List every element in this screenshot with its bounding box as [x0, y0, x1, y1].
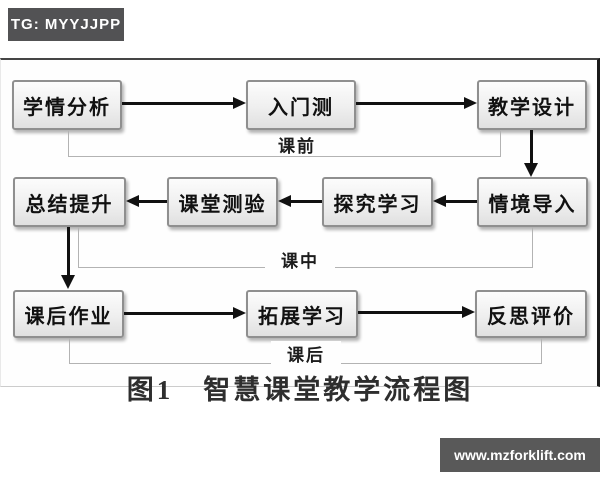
- arrow-head-right-icon: [462, 306, 475, 318]
- arrow-head-left-icon: [278, 195, 291, 207]
- arrow-head-left-icon: [433, 195, 446, 207]
- flow-node-zongjie-tisheng: 总结提升: [13, 177, 126, 227]
- flow-node-ketang-ceyan: 课堂测验: [167, 177, 278, 227]
- telegram-watermark-badge: TG: MYYJJPP: [8, 8, 124, 41]
- arrow-head-left-icon: [126, 195, 139, 207]
- flow-node-qingjing-daoru: 情境导入: [477, 177, 588, 227]
- flow-node-tuozhan-xuexi: 拓展学习: [246, 290, 358, 338]
- website-watermark-badge: www.mzforklift.com: [440, 438, 600, 472]
- arrow-line-4: [445, 200, 477, 203]
- arrow-line-2: [356, 102, 465, 105]
- arrow-line-8: [124, 312, 234, 315]
- arrow-line-5: [290, 200, 322, 203]
- phase-label-in-class: 课中: [265, 247, 335, 272]
- arrow-line-1: [122, 102, 235, 105]
- phase-bracket-pre-class: [68, 131, 501, 157]
- arrow-line-9: [358, 311, 463, 314]
- arrow-head-right-icon: [233, 97, 246, 109]
- arrow-line-6: [138, 200, 167, 203]
- flow-node-xueqing-fenxi: 学情分析: [12, 80, 122, 130]
- flow-node-tanjiu-xuexi: 探究学习: [322, 177, 433, 227]
- arrow-line-7: [67, 227, 70, 276]
- arrow-head-right-icon: [233, 307, 246, 319]
- phase-label-pre-class: 课前: [278, 137, 316, 156]
- flow-node-rumence: 入门测: [246, 80, 356, 130]
- flow-node-jiaoxue-sheji: 教学设计: [477, 80, 587, 130]
- arrow-line-3: [530, 130, 533, 164]
- flow-node-kehou-zuoye: 课后作业: [13, 290, 124, 338]
- figure-caption: 图1 智慧课堂教学流程图: [126, 375, 474, 405]
- arrow-head-down-icon: [524, 163, 538, 177]
- arrow-head-right-icon: [464, 97, 477, 109]
- arrow-head-down-icon: [61, 275, 75, 289]
- flow-node-fansi-pingjia: 反思评价: [475, 290, 587, 338]
- phase-label-after-class: 课后: [271, 341, 341, 366]
